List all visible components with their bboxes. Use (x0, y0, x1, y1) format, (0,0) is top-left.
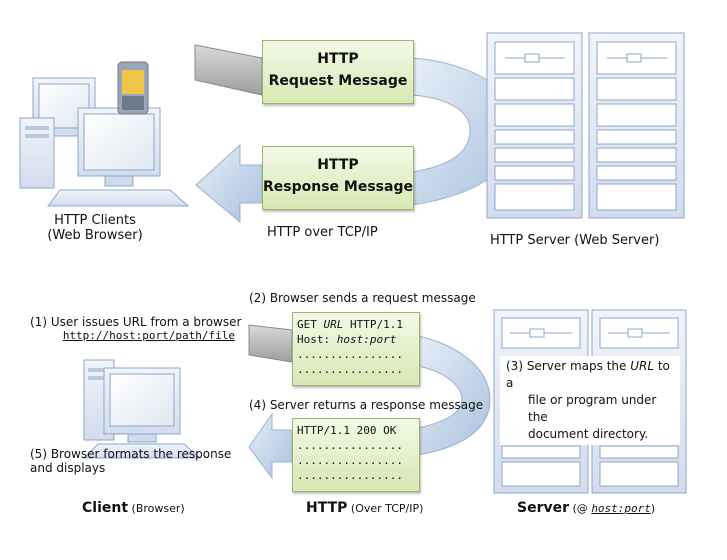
get-prefix: GET (297, 318, 324, 331)
response-status-line: HTTP/1.1 200 OK (297, 424, 397, 437)
host-prefix: Host: (297, 333, 337, 346)
step1-text: (1) User issues URL from a browser (30, 315, 242, 329)
step5-line2: and displays (30, 461, 106, 475)
request-dots-1: ................ (297, 348, 403, 361)
http-clients-line1: HTTP Clients (54, 213, 136, 228)
response-title-line1: HTTP (317, 157, 359, 173)
response-message-box: HTTP Response Message (262, 146, 414, 210)
step3-text-a: (3) Server maps the (506, 359, 631, 373)
request-line-get: GET URL HTTP/1.1 (297, 317, 403, 332)
client-pc-icon (82, 359, 202, 459)
step4-label: (4) Server returns a response message (249, 398, 484, 412)
http-clients-label: HTTP Clients (Web Browser) (30, 213, 160, 243)
request-message-box: HTTP Request Message (262, 40, 414, 104)
http-caption-rest: (Over TCP/IP) (347, 502, 424, 515)
server-caption: Server (@ host:port) (517, 500, 655, 516)
client-caption: Client (Browser) (82, 500, 185, 516)
step3-line3: document directory. (528, 427, 649, 441)
web-server-icon (486, 32, 685, 219)
response-title-line2: Response Message (263, 179, 413, 195)
server-caption-bold: Server (517, 500, 570, 516)
client-caption-rest: (Browser) (128, 502, 185, 515)
get-url: URL (323, 318, 344, 331)
request-title-line2: Request Message (268, 73, 408, 89)
request-message-sample-box: GET URL HTTP/1.1 Host: host:port .......… (292, 312, 420, 386)
step3-note: (3) Server maps the URL to a file or pro… (500, 356, 680, 445)
transport-label: HTTP over TCP/IP (267, 225, 378, 240)
response-message-sample-box: HTTP/1.1 200 OK ................ .......… (292, 418, 420, 492)
step3-url: URL (630, 359, 655, 373)
step3-line2: file or program under the (528, 393, 657, 424)
http-caption: HTTP (Over TCP/IP) (306, 500, 423, 516)
request-title-line1: HTTP (317, 51, 359, 67)
response-dots-3: ................ (297, 469, 403, 482)
step2-label: (2) Browser sends a request message (249, 291, 476, 305)
server-caption-rest-2: ) (650, 502, 656, 515)
http-caption-bold: HTTP (306, 500, 348, 516)
request-dots-2: ................ (297, 363, 403, 376)
step3-text-b: to a (506, 359, 670, 390)
get-suffix: HTTP/1.1 (343, 318, 403, 331)
step1-label: (1) User issues URL from a browser http:… (30, 315, 242, 342)
step5-line1: (5) Browser formats the response (30, 447, 232, 461)
client-caption-bold: Client (82, 500, 129, 516)
http-server-label: HTTP Server (Web Server) (490, 233, 660, 248)
http-clients-line2: (Web Browser) (47, 228, 143, 243)
response-dots-2: ................ (297, 454, 403, 467)
step3-line1: (3) Server maps the URL to a (506, 358, 674, 392)
host-value: host:port (336, 333, 397, 346)
step1-url: http://host:port/path/file (62, 329, 235, 342)
server-caption-host: host:port (591, 502, 651, 515)
client-computer-icon (19, 61, 190, 207)
request-line-host: Host: host:port (297, 332, 396, 347)
step5-label: (5) Browser formats the response and dis… (30, 447, 231, 475)
server-caption-rest-1: (@ (569, 502, 592, 515)
response-dots-1: ................ (297, 439, 403, 452)
